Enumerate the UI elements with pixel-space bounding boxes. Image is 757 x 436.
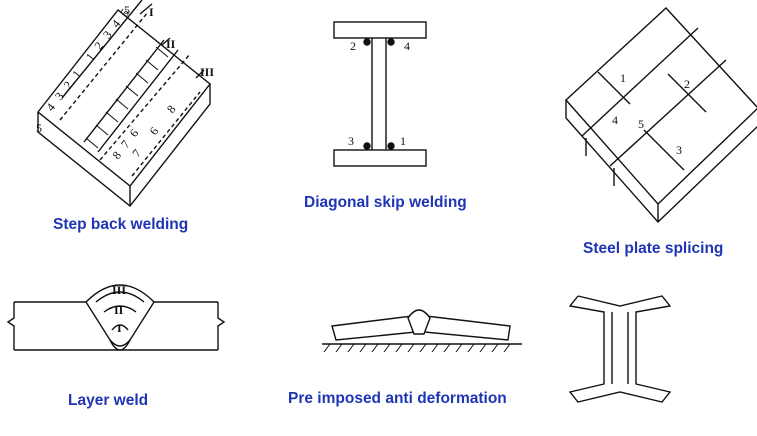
diagonal-label-3: 3 [348, 134, 354, 148]
diagonal-label-1: 1 [400, 134, 406, 148]
splice-label-5: 5 [638, 117, 644, 131]
layer-label-1: I [117, 321, 122, 335]
step-back-section-3: III [200, 65, 214, 79]
step-back-section-1: I [149, 5, 154, 19]
layer-label-3: III [112, 283, 126, 297]
anti-deformation-diagram [322, 309, 522, 353]
caption-layer-weld: Layer weld [68, 392, 149, 409]
layer-weld-diagram [6, 284, 226, 351]
caption-diagonal-skip: Diagonal skip welding [304, 194, 467, 211]
splice-label-4: 4 [612, 113, 618, 127]
caption-anti-deformation: Pre imposed anti deformation [288, 390, 507, 407]
diagonal-label-2: 2 [350, 39, 356, 53]
splice-label-1: 1 [620, 71, 626, 85]
step-back-edge-left: 5 [36, 121, 42, 135]
step-back-section-2: II [166, 37, 176, 51]
splice-label-2: 2 [684, 77, 690, 91]
diagonal-label-4: 4 [404, 39, 410, 53]
i-beam-diagram [568, 295, 672, 403]
caption-plate-splicing: Steel plate splicing [583, 240, 724, 257]
step-back-diagram [37, 0, 211, 207]
step-back-edge-top: 5 [124, 3, 130, 17]
caption-step-back: Step back welding [53, 216, 189, 233]
plate-splicing-diagram [565, 7, 757, 224]
diagonal-skip-diagram [333, 21, 427, 167]
layer-label-2: II [114, 303, 124, 317]
splice-label-3: 3 [676, 143, 682, 157]
